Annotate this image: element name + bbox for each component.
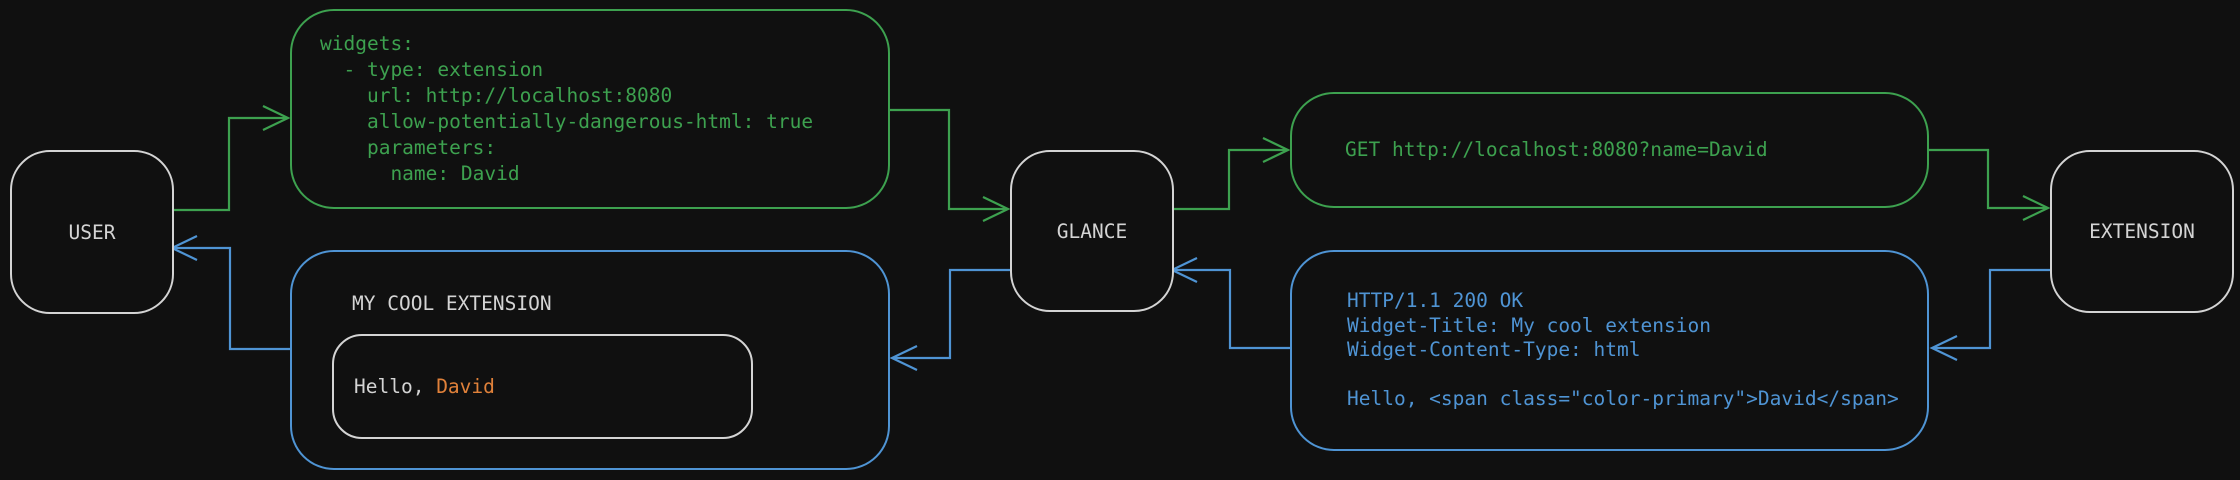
widget-greeting-box: Hello, David <box>332 334 753 439</box>
node-glance: GLANCE <box>1010 150 1174 312</box>
greeting-prefix: Hello, <box>354 375 437 398</box>
response-line <box>1292 363 1927 388</box>
config-line: name: David <box>320 162 520 185</box>
greeting-name: David <box>436 375 495 398</box>
arrow-request-to-extension <box>1929 148 2051 221</box>
config-line: allow-potentially-dangerous-html: true <box>320 110 814 133</box>
node-extension-label: EXTENSION <box>2089 220 2195 243</box>
response-line: Hello, <span class="color-primary">David… <box>1347 387 1899 411</box>
config-yaml-box: widgets: - type: extension url: http://l… <box>290 9 890 209</box>
http-response-code: HTTP/1.1 200 OK Widget-Title: My cool ex… <box>1292 252 1927 449</box>
rendered-widget-box: MY COOL EXTENSION Hello, David <box>290 250 890 470</box>
arrow-glance-to-widget <box>889 268 1010 371</box>
config-line: url: http://localhost:8080 <box>320 84 673 107</box>
http-request-box: GET http://localhost:8080?name=David <box>1290 92 1929 208</box>
arrow-widget-to-user <box>169 235 290 351</box>
node-user-label: USER <box>68 220 116 244</box>
arrow-config-to-glance <box>890 108 1011 222</box>
node-glance-label: GLANCE <box>1056 219 1128 243</box>
config-yaml-code: widgets: - type: extension url: http://l… <box>292 11 888 207</box>
arrow-response-to-glance <box>1169 257 1290 350</box>
config-line: widgets: <box>320 32 414 55</box>
arrow-extension-to-response <box>1929 268 2050 361</box>
request-line: GET http://localhost:8080?name=David <box>1345 138 1768 161</box>
arrow-user-to-config <box>170 105 291 212</box>
arrow-glance-to-request <box>1170 137 1291 211</box>
node-user: USER <box>10 150 174 314</box>
node-extension: EXTENSION <box>2050 150 2234 313</box>
config-line: - type: extension <box>320 58 544 81</box>
widget-title: MY COOL EXTENSION <box>352 292 552 315</box>
response-line: Widget-Title: My cool extension <box>1347 313 1711 337</box>
config-line: parameters: <box>320 136 497 159</box>
http-response-box: HTTP/1.1 200 OK Widget-Title: My cool ex… <box>1290 250 1929 451</box>
response-line: HTTP/1.1 200 OK <box>1347 289 1524 313</box>
http-request-code: GET http://localhost:8080?name=David <box>1292 94 1927 206</box>
response-line: Widget-Content-Type: html <box>1347 338 1641 362</box>
